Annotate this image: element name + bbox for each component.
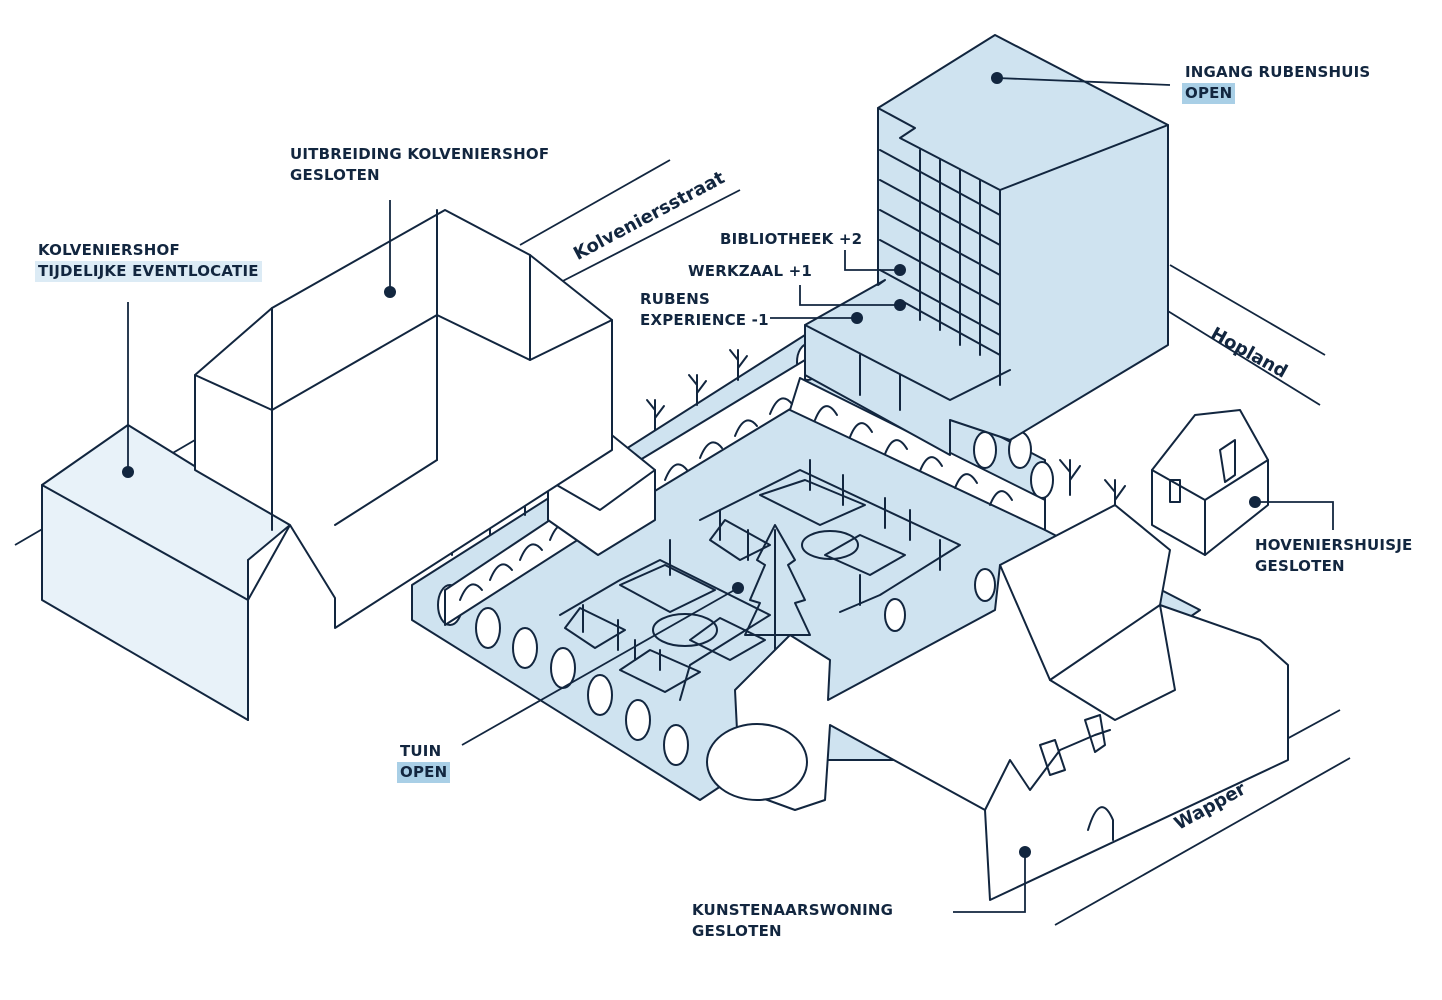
label-hoveniershuisje: HOVENIERSHUISJE GESLOTEN (1255, 535, 1412, 577)
rubenshuis-tower (804, 34, 1169, 456)
label-kunstenaarswoning: KUNSTENAARSWONING GESLOTEN (692, 900, 893, 942)
label-hoveniershuisje-title: HOVENIERSHUISJE (1255, 536, 1413, 554)
label-tuin-title: TUIN (400, 742, 442, 760)
label-ingang-rubenshuis: INGANG RUBENSHUIS OPEN (1182, 62, 1371, 104)
status-badge-open: OPEN (397, 762, 451, 783)
label-werkzaal: WERKZAAL +1 (688, 261, 812, 282)
label-uitbreiding-status: GESLOTEN (290, 166, 380, 184)
label-kunstenaarswoning-title: KUNSTENAARSWONING (692, 901, 894, 919)
label-hoveniershuisje-status: GESLOTEN (1255, 557, 1345, 575)
label-bibliotheek: BIBLIOTHEEK +2 (720, 229, 862, 250)
label-rubens-experience-line2: EXPERIENCE -1 (640, 311, 769, 329)
status-badge-open: OPEN (1182, 83, 1236, 104)
label-werkzaal-title: WERKZAAL +1 (688, 262, 813, 280)
label-rubens-experience-line1: RUBENS (640, 290, 710, 308)
label-uitbreiding-kolveniershof: UITBREIDING KOLVENIERSHOF GESLOTEN (290, 144, 549, 186)
label-rubens-experience: RUBENS EXPERIENCE -1 (640, 289, 769, 331)
label-kolveniershof: KOLVENIERSHOF TIJDELIJKE EVENTLOCATIE (35, 240, 262, 282)
kunstenaarswoning-building (706, 504, 1289, 901)
label-ingang-rubenshuis-title: INGANG RUBENSHUIS (1185, 63, 1371, 81)
kolveniershof-building (41, 424, 291, 721)
status-badge-temporary: TIJDELIJKE EVENTLOCATIE (35, 261, 262, 282)
uitbreiding-kolveniershof-building (194, 209, 613, 629)
label-bibliotheek-title: BIBLIOTHEEK +2 (720, 230, 863, 248)
label-kunstenaarswoning-status: GESLOTEN (692, 922, 782, 940)
label-uitbreiding-title: UITBREIDING KOLVENIERSHOF (290, 145, 550, 163)
hoveniershuisje-building (1151, 409, 1269, 556)
label-tuin: TUIN OPEN (397, 741, 451, 783)
label-kolveniershof-title: KOLVENIERSHOF (38, 241, 180, 259)
leaders (122, 72, 1334, 913)
